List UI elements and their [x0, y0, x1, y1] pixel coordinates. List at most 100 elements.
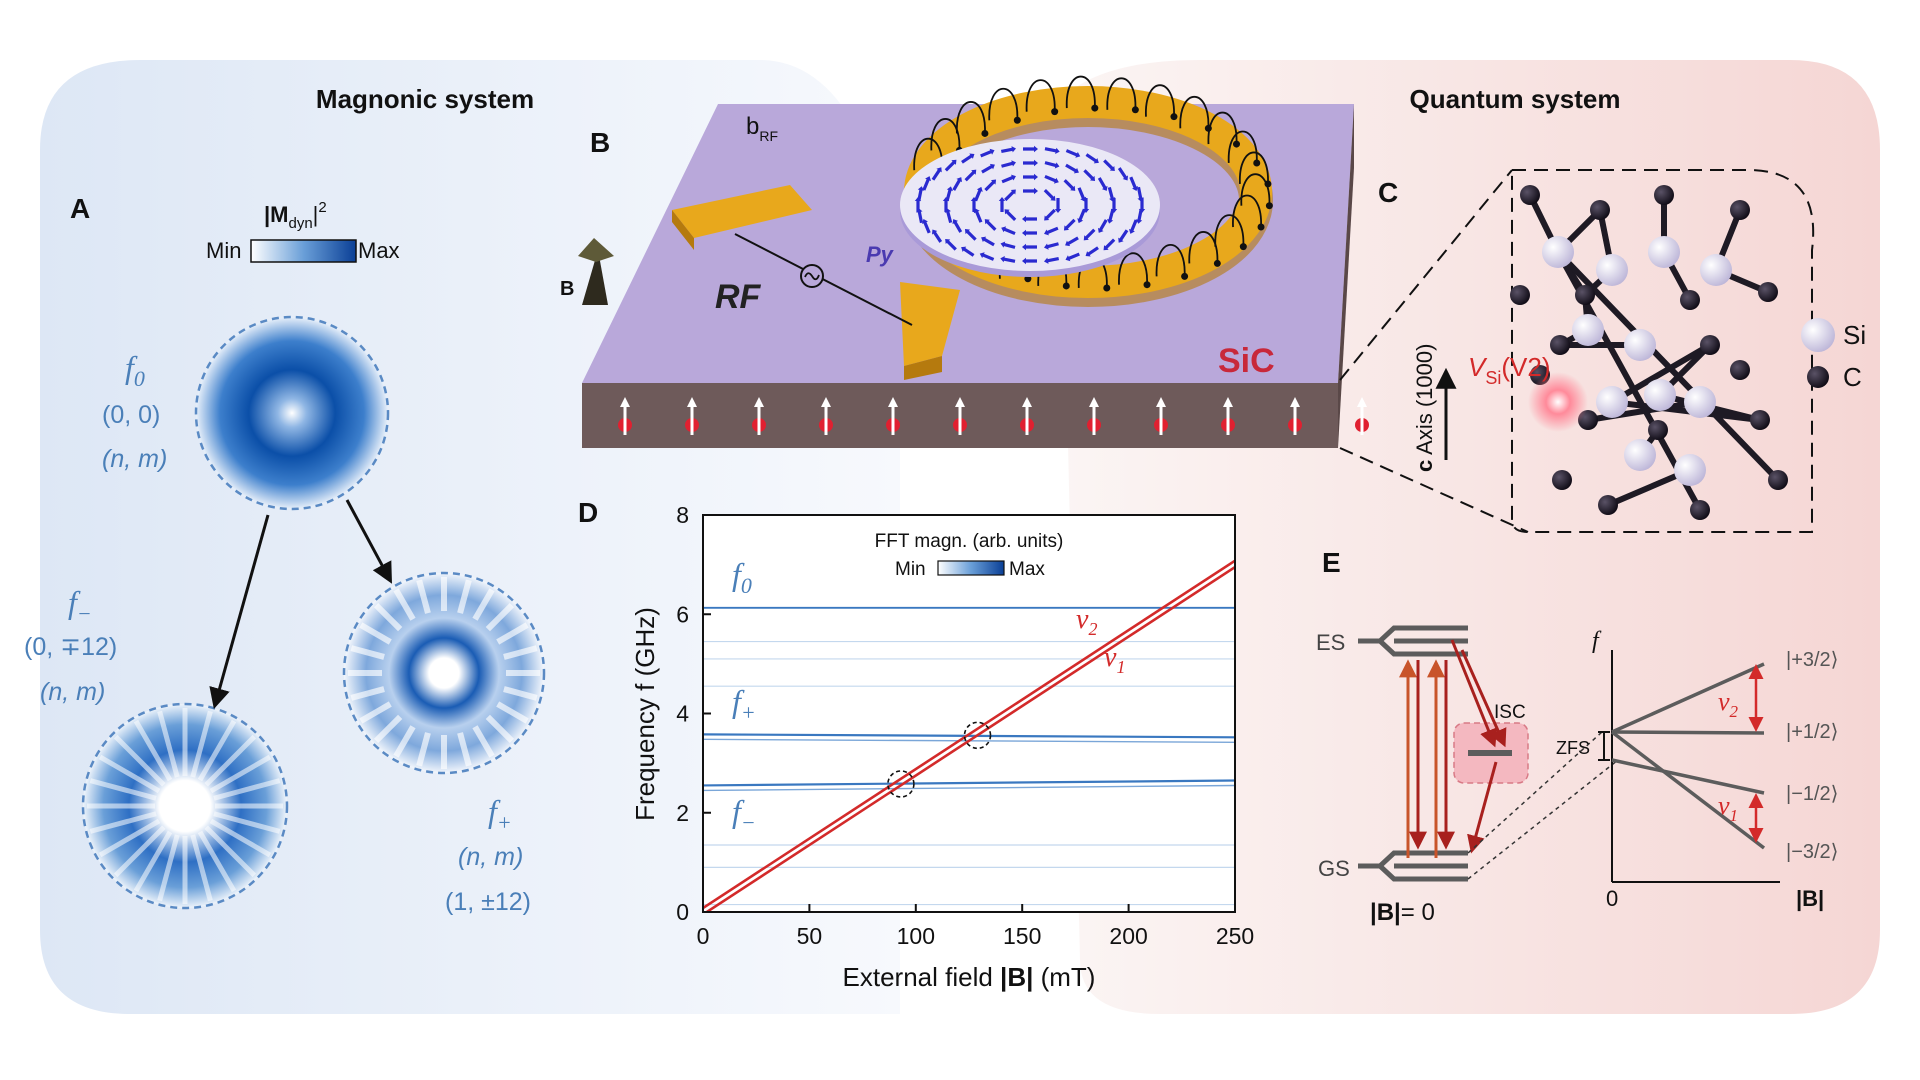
fft-legend-min: Min: [895, 559, 926, 580]
state-label-minus-1-2: |−1/2⟩: [1786, 783, 1838, 805]
b-zero-label: |B|= 0: [1370, 899, 1435, 926]
zoom-line-top: [1339, 169, 1513, 381]
y-axis-label: Frequency f (GHz): [630, 607, 660, 821]
zfs-bracket: [1598, 731, 1610, 761]
zeeman-b-label: |B|: [1796, 886, 1824, 911]
device-sketch: RF Py SiC bRF: [582, 75, 1369, 448]
isc-label: ISC: [1494, 702, 1526, 723]
colorbar-title: |Mdyn|2: [264, 199, 327, 232]
svg-text:c Axis (1000): c Axis (1000): [1412, 344, 1437, 472]
zeeman-nu1-label: ν1: [1718, 791, 1738, 825]
si-legend-label: Si: [1843, 320, 1866, 350]
connector-dotted-1: [1467, 731, 1603, 854]
mode-disk-f-minus: [81, 702, 289, 910]
svg-text:(1, ±12): (1, ±12): [445, 888, 531, 916]
fft-colorbar: [937, 560, 1005, 576]
c-legend-icon: [1807, 366, 1829, 388]
defect-label: VSi(V2): [1468, 352, 1550, 388]
y-tick-label: 0: [676, 899, 689, 925]
state-label-plus-1-2: |+1/2⟩: [1786, 721, 1838, 743]
svg-text:(n, m): (n, m): [40, 678, 105, 706]
b-rf-label: bRF: [746, 113, 778, 144]
zeeman-diagram: f 0 |B| ZFS |+3/2⟩ |+1/2⟩ |−1/2⟩ |−3/2⟩ …: [1556, 628, 1838, 911]
x-axis-label: External field |B| (mT): [843, 962, 1096, 992]
sic-label: SiC: [1218, 342, 1275, 380]
isc-return-arrow: [1467, 761, 1498, 854]
c-legend-label: C: [1843, 362, 1862, 392]
crossing-marker: [887, 770, 915, 798]
es-levels: [1358, 625, 1468, 657]
py-disk: [900, 139, 1160, 271]
colorbar-min-label: Min: [206, 238, 241, 263]
x-tick-label: 0: [697, 923, 710, 949]
mode-disk-f-plus: [342, 571, 546, 775]
x-tick-label: 150: [1003, 923, 1041, 949]
chart-label-nu1: ν1: [1104, 642, 1125, 677]
mode-disk-f0: [194, 315, 390, 511]
state-line-plus-3-2: [1611, 662, 1765, 734]
si-legend-icon: [1801, 318, 1835, 352]
zfs-label: ZFS: [1556, 738, 1590, 758]
svg-text:(0, 0): (0, 0): [102, 401, 160, 429]
mode-label-f0: f0 (0, 0) (n, m): [102, 349, 167, 473]
y-tick-label: 6: [676, 601, 689, 627]
py-label: Py: [866, 242, 895, 267]
x-tick-label: 200: [1109, 923, 1147, 949]
panel-letter-d: D: [578, 497, 598, 528]
zeeman-nu2-label: ν2: [1718, 687, 1739, 721]
svg-text:(0, ∓12): (0, ∓12): [24, 633, 117, 661]
zoom-line-bottom: [1339, 447, 1529, 533]
isc-arrow-2: [1460, 649, 1507, 748]
svg-text:B: B: [560, 278, 574, 300]
mode-label-f-minus: f− (0, ∓12) (n, m): [24, 584, 117, 706]
zeeman-f-label: f: [1592, 628, 1602, 654]
stripline-lead-left: [672, 185, 812, 238]
panel-letter-c: C: [1378, 177, 1398, 208]
defect-glow: [1528, 372, 1588, 432]
zoom-box: [1511, 169, 1815, 533]
colorbar-max-label: Max: [358, 238, 400, 263]
fft-legend-title: FFT magn. (arb. units): [875, 531, 1064, 552]
state-line-plus-1-2: [1611, 730, 1765, 735]
fft-legend-max: Max: [1009, 559, 1045, 580]
mode-label-f-plus: f+ (n, m) (1, ±12): [445, 793, 531, 916]
es-label: ES: [1316, 630, 1345, 655]
panel-letter-b: B: [590, 127, 610, 158]
stripline-lead-right: [900, 282, 960, 366]
state-label-minus-3-2: |−3/2⟩: [1786, 841, 1838, 863]
y-tick-label: 2: [676, 800, 689, 826]
magnonic-header: Magnonic system: [316, 84, 534, 114]
gs-levels: [1358, 850, 1468, 882]
rf-wire: [734, 233, 913, 326]
isc-arrow-1: [1450, 639, 1497, 748]
svg-text:(n, m): (n, m): [458, 843, 523, 871]
arrow-to-f-plus: [345, 499, 392, 584]
atom-legend: Si C: [1801, 318, 1866, 392]
x-tick-label: 100: [897, 923, 935, 949]
crossing-marker: [963, 721, 992, 750]
colorbar: [250, 239, 357, 263]
quantum-header: Quantum system: [1410, 84, 1621, 114]
gs-label: GS: [1318, 856, 1350, 881]
x-tick-label: 50: [797, 923, 823, 949]
series-line-companion: [703, 784, 1235, 792]
rf-label: RF: [715, 278, 762, 316]
series-line-f-minus: [703, 779, 1235, 787]
zeeman-zero-label: 0: [1606, 886, 1618, 911]
svg-text:(n, m): (n, m): [102, 445, 167, 473]
series-line-nu2: [703, 559, 1235, 910]
panel-letter-e: E: [1322, 547, 1341, 578]
y-tick-label: 8: [676, 502, 689, 528]
chart-label-nu2: ν2: [1076, 604, 1097, 639]
panel-letter-a: A: [70, 193, 90, 224]
state-label-plus-3-2: |+3/2⟩: [1786, 649, 1838, 671]
y-tick-label: 4: [676, 701, 689, 727]
x-tick-label: 250: [1216, 923, 1254, 949]
state-line-minus-3-2: [1610, 730, 1766, 850]
b-field-arrow-icon: B: [560, 238, 614, 305]
series-line-nu1: [704, 566, 1235, 912]
level-diagram-zero-field: ES GS ISC |B|= 0: [1316, 625, 1529, 926]
plot-area: [703, 515, 1235, 912]
